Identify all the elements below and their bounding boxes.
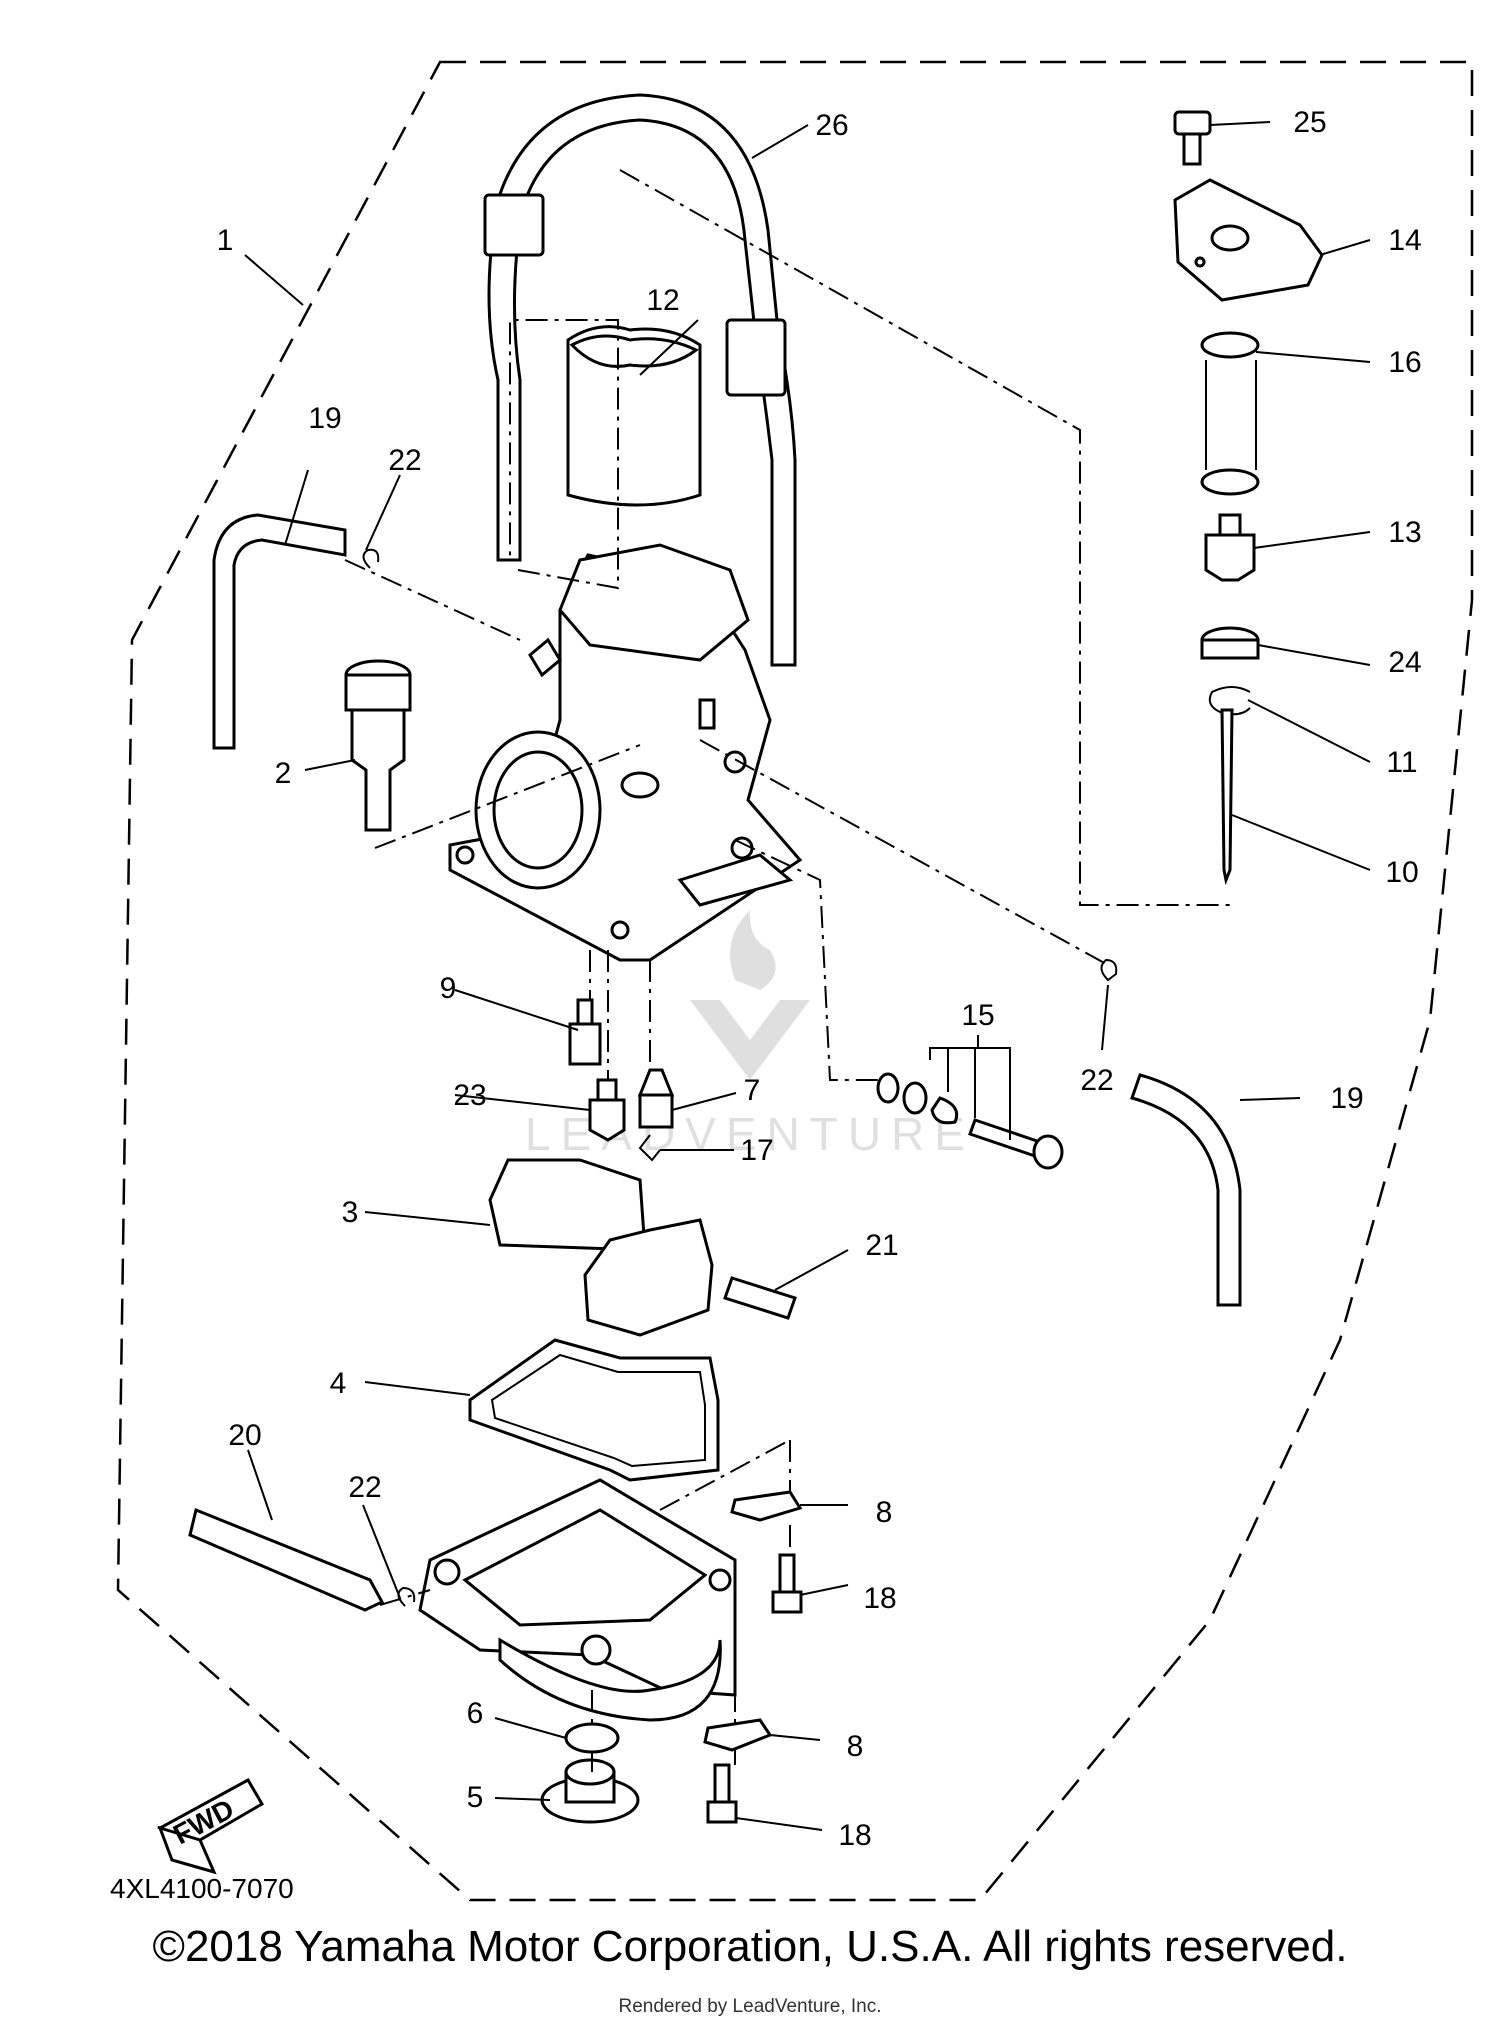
part-8-plate-lower — [703, 1718, 773, 1752]
copyright-notice: ©2018 Yamaha Motor Corporation, U.S.A. A… — [152, 1922, 1348, 1971]
callout-18b: 18 — [838, 1819, 871, 1852]
callout-8a: 8 — [876, 1496, 893, 1529]
callout-15: 15 — [961, 999, 994, 1032]
part-22-clip-bottom — [397, 1586, 416, 1607]
part-4-float-bowl-gasket — [468, 1338, 720, 1482]
callout-10: 10 — [1385, 856, 1418, 889]
part-16-spring — [1200, 331, 1260, 496]
callout-4: 4 — [330, 1367, 347, 1400]
callout-9: 9 — [440, 972, 457, 1005]
part-18-screw-lower — [706, 1763, 738, 1824]
callout-21: 21 — [865, 1229, 898, 1262]
float-bowl — [418, 1478, 737, 1722]
callout-22c: 22 — [348, 1471, 381, 1504]
callout-13: 13 — [1388, 516, 1421, 549]
rendered-by-credit: Rendered by LeadVenture, Inc. — [618, 1996, 882, 2017]
callout-3: 3 — [342, 1196, 359, 1229]
callout-8b: 8 — [847, 1730, 864, 1763]
leader-lines — [244, 121, 1371, 1831]
fwd-arrow: FWD — [156, 1777, 265, 1875]
assembly-boundary — [116, 60, 1474, 1902]
callout-22a: 22 — [388, 444, 421, 477]
callout-1: 1 — [217, 224, 234, 257]
callout-26: 26 — [815, 109, 848, 142]
part-15-pilot-screw-set — [876, 1072, 1064, 1170]
part-20-overflow-hose — [188, 1507, 385, 1612]
callout-19b: 19 — [1330, 1082, 1363, 1115]
callout-6: 6 — [467, 1697, 484, 1730]
part-7-needle-valve — [637, 1068, 675, 1129]
part-17-clip — [638, 1134, 661, 1162]
part-13-needle-holder — [1204, 513, 1256, 582]
callout-17: 17 — [740, 1134, 773, 1167]
callout-25: 25 — [1293, 106, 1326, 139]
callout-19a: 19 — [308, 402, 341, 435]
callout-18a: 18 — [863, 1582, 896, 1615]
part-18-screw-upper — [771, 1553, 803, 1614]
part-22-clip-top — [362, 548, 380, 569]
part-8-plate-upper — [730, 1490, 803, 1522]
part-12-throttle-valve — [566, 325, 702, 507]
part-26-breather-hose-arch — [483, 93, 797, 667]
carburetor-body — [448, 543, 803, 962]
part-19-vent-hose-left — [212, 513, 347, 750]
callout-24: 24 — [1388, 646, 1421, 679]
center-lines — [344, 169, 1230, 1772]
part-2-throttle-stop-screw — [344, 659, 412, 832]
callout-22b: 22 — [1080, 1064, 1113, 1097]
part-6-o-ring — [564, 1722, 620, 1754]
callout-20: 20 — [228, 1419, 261, 1452]
part-9-pilot-jet — [568, 998, 602, 1066]
callout-23: 23 — [453, 1079, 486, 1112]
callout-11: 11 — [1386, 746, 1417, 779]
callout-14: 14 — [1388, 224, 1421, 257]
part-3-float — [488, 1158, 714, 1337]
callout-16: 16 — [1388, 346, 1421, 379]
part-24-washer — [1200, 626, 1260, 660]
part-25-screw — [1173, 110, 1212, 166]
callout-7: 7 — [744, 1074, 761, 1107]
part-11-e-clip — [1208, 686, 1251, 716]
callouts: 1 2 3 4 5 6 7 8 8 9 10 11 12 13 14 15 16… — [217, 106, 1422, 1852]
part-19-vent-hose-right — [1130, 1073, 1242, 1307]
part-21-float-pin — [723, 1276, 797, 1320]
part-14-top-cover — [1173, 178, 1324, 302]
part-5-drain-plug — [540, 1758, 640, 1824]
callout-2: 2 — [275, 757, 292, 790]
callout-5: 5 — [467, 1781, 484, 1814]
part-10-jet-needle — [1220, 708, 1234, 886]
part-15-bracket — [929, 1047, 1011, 1140]
part-23-main-jet — [588, 1078, 626, 1142]
part-22-clip-right — [1100, 958, 1118, 982]
callout-12: 12 — [646, 284, 679, 317]
fwd-label: FWD — [168, 1793, 239, 1850]
drawing-code: 4XL4100-7070 — [110, 1873, 294, 1904]
